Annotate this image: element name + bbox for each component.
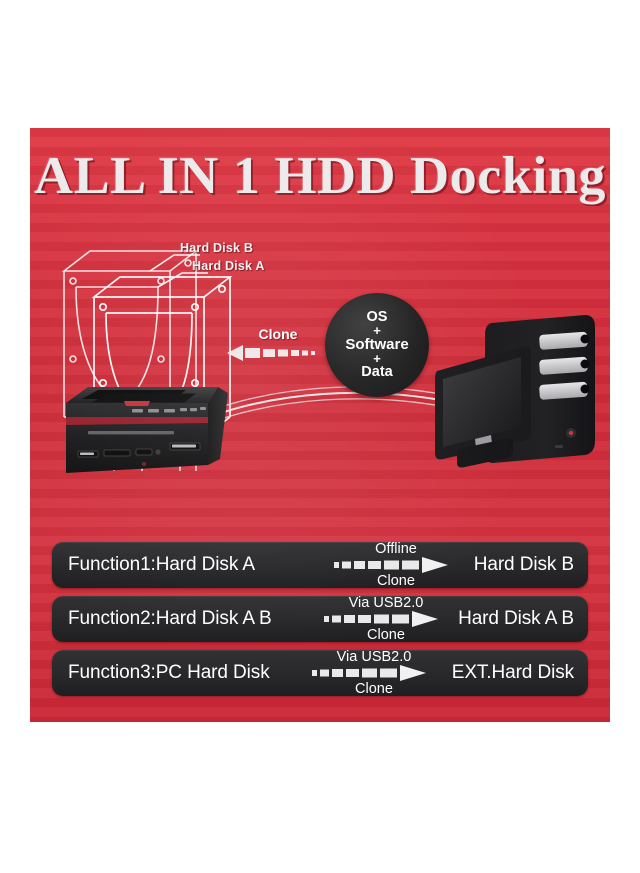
clone-arrow-label: Clone (258, 326, 298, 342)
function-2-mode-bottom: Clone (367, 627, 405, 643)
pc-and-monitor (435, 315, 595, 468)
payload-circle: OS + Software + Data (325, 293, 429, 397)
function-3-source: Function3:PC Hard Disk (68, 662, 270, 683)
payload-plus-2: + (373, 350, 381, 366)
function-3-mode: Via USB2.0 Clone (304, 649, 444, 697)
function-3-target: EXT.Hard Disk (451, 662, 574, 683)
payload-plus-1: + (373, 323, 381, 339)
clone-arrow-group: Clone (223, 326, 333, 368)
function-1-mode-bottom: Clone (377, 573, 415, 589)
red-poster-panel: ALL IN 1 HDD Docking (30, 128, 610, 722)
function-row-1: Function1:Hard Disk A Offline (52, 542, 588, 588)
function-2-target: Hard Disk A B (458, 608, 574, 629)
dashed-arrow-right-icon (324, 611, 438, 627)
label-hard-disk-b: Hard Disk B (180, 241, 254, 255)
function-1-mode-top: Offline (375, 541, 417, 557)
page-title: ALL IN 1 HDD Docking (34, 147, 606, 205)
function-2-mode: Via USB2.0 Clone (316, 595, 456, 643)
payload-line-software: Software (345, 336, 409, 354)
function-2-source: Function2:Hard Disk A B (68, 608, 272, 629)
dashed-arrow-right-icon (334, 557, 448, 573)
function-1-mode: Offline Clone (326, 541, 466, 589)
payload-line-os: OS (366, 308, 388, 325)
function-3-mode-bottom: Clone (355, 681, 393, 697)
clone-arrow-left-icon (227, 345, 315, 361)
hdd-docking-station (66, 387, 228, 473)
function-2-mode-top: Via USB2.0 (348, 595, 424, 611)
function-row-3: Function3:PC Hard Disk Via USB2.0 (52, 650, 588, 696)
function-3-mode-top: Via USB2.0 (336, 649, 412, 665)
payload-line-data: Data (361, 363, 393, 380)
function-1-target: Hard Disk B (473, 554, 574, 575)
dashed-arrow-right-icon (312, 665, 426, 681)
function-row-2: Function2:Hard Disk A B Via USB2.0 (52, 596, 588, 642)
label-hard-disk-a: Hard Disk A (192, 259, 265, 273)
function-1-source: Function1:Hard Disk A (68, 554, 255, 575)
hero-illustration: Hard Disk B Hard Disk A (30, 233, 610, 518)
function-rows: Function1:Hard Disk A Offline (52, 542, 588, 704)
leader-lines (149, 254, 208, 288)
